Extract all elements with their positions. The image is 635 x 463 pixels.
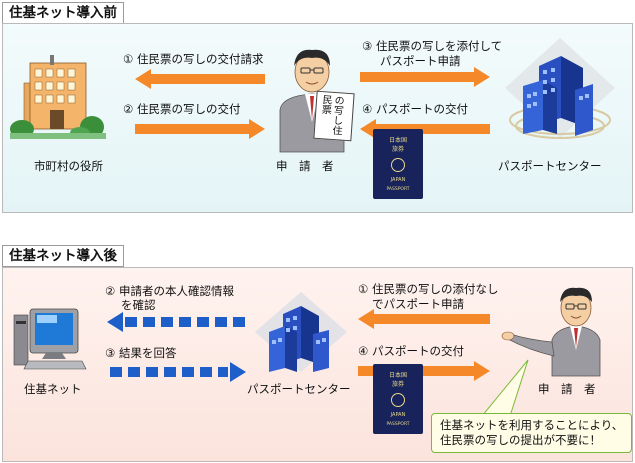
benefit-note: 住基ネットを利用することにより、 住民票の写しの提出が不要に！ xyxy=(431,413,633,453)
arrow-verify-left xyxy=(107,312,245,332)
caption-passport-center-after: パスポートセンター xyxy=(247,382,351,396)
passport-before: 日本国 旅券 JAPAN PASSPORT xyxy=(373,129,423,199)
label-step2-after-line2: を確認 xyxy=(121,298,156,312)
label-step1-after-line2: でパスポート申請 xyxy=(372,297,464,311)
label-step4-before: ④ パスポートの交付 xyxy=(362,102,468,116)
note-line-1: 住基ネットを利用することにより、 xyxy=(440,418,624,432)
caption-passport-center-before: パスポートセンター xyxy=(498,159,602,173)
passport-center-illustration-before xyxy=(505,38,615,139)
city-office-illustration xyxy=(10,55,106,139)
label-step1-before: ① 住民票の写しの交付請求 xyxy=(123,52,264,66)
passport-country: 日本国 xyxy=(388,372,407,379)
passport-japan: JAPAN xyxy=(390,177,406,183)
label-step3-before-line1: ③ 住民票の写しを添付して xyxy=(362,39,503,53)
arrow-apply-right xyxy=(360,67,490,87)
passport-japan: JAPAN xyxy=(390,412,406,418)
residence-certificate-document: の写し住民票 xyxy=(313,90,355,142)
note-line-2: 住民票の写しの提出が不要に！ xyxy=(440,433,601,447)
passport-word: PASSPORT xyxy=(386,422,410,427)
caption-juki-net: 住基ネット xyxy=(24,382,82,396)
label-step2-after-line1: ② 申請者の本人確認情報 xyxy=(105,284,234,298)
note-pointer xyxy=(480,359,529,417)
passport-country: 日本国 xyxy=(388,137,407,144)
passport-title: 旅券 xyxy=(391,381,404,388)
arrow-issue-right xyxy=(135,119,265,139)
passport-after: 日本国 旅券 JAPAN PASSPORT xyxy=(373,364,423,434)
label-step3-after: ③ 結果を回答 xyxy=(105,346,177,360)
passport-title: 旅券 xyxy=(391,146,404,153)
label-step2-before: ② 住民票の写しの交付 xyxy=(123,102,241,116)
label-step3-before-line2: パスポート申請 xyxy=(380,54,461,68)
caption-applicant-before: 申 請 者 xyxy=(276,159,334,173)
caption-applicant-after: 申 請 者 xyxy=(538,382,596,396)
document-text: の写し住民票 xyxy=(319,94,344,136)
arrow-result-right xyxy=(110,362,246,382)
passport-word: PASSPORT xyxy=(386,187,410,192)
passport-emblem xyxy=(391,158,405,172)
section-title-after: 住基ネット導入後 xyxy=(2,245,124,267)
label-step4-after: ④ パスポートの交付 xyxy=(358,344,464,358)
label-step1-after-line1: ① 住民票の写しの添付なし xyxy=(358,282,499,296)
section-title-before: 住基ネット導入前 xyxy=(2,2,124,24)
passport-center-illustration-after xyxy=(255,292,347,372)
arrow-request-left xyxy=(135,69,265,89)
caption-city-office: 市町村の役所 xyxy=(34,159,103,173)
computer-illustration xyxy=(13,308,87,370)
arrow-apply-no-cert-left xyxy=(358,309,490,329)
passport-emblem xyxy=(391,393,405,407)
applicant-illustration-after xyxy=(501,287,601,377)
